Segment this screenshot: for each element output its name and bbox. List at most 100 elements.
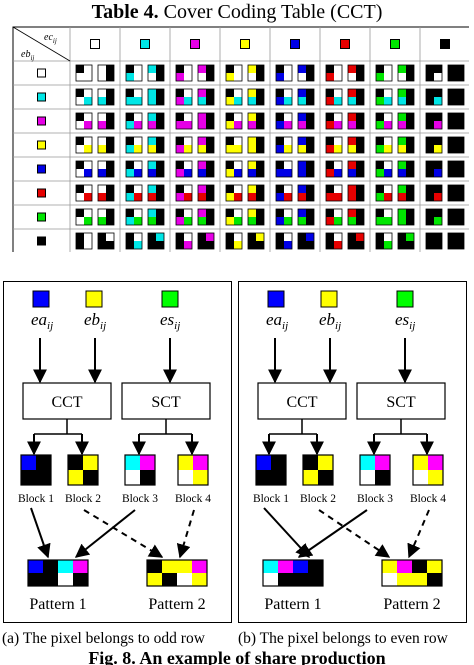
block-cell — [98, 185, 106, 193]
block-cell — [398, 65, 406, 73]
block-cell — [376, 113, 384, 121]
sct-box-label: SCT — [386, 394, 416, 411]
table-label: Table 4. — [91, 1, 159, 23]
block-cell — [426, 65, 434, 73]
block-cell — [148, 145, 156, 153]
block-cell — [84, 137, 92, 145]
block-cell — [248, 185, 256, 193]
block-cell — [448, 73, 456, 81]
block-cell — [284, 89, 292, 97]
block-cell — [226, 217, 234, 225]
block-cell — [206, 65, 214, 73]
block-cell — [434, 241, 442, 249]
block-cell — [134, 65, 142, 73]
block-outline — [197, 88, 215, 106]
block-cell — [98, 209, 106, 217]
block-cell — [176, 161, 184, 169]
table-cell — [125, 232, 165, 250]
block-cell — [248, 113, 256, 121]
block-cell — [226, 169, 234, 177]
block-cell — [106, 169, 114, 177]
block-cell — [306, 185, 314, 193]
block-cell — [198, 73, 206, 81]
row-header-swatch — [37, 164, 46, 174]
block-cell — [376, 89, 384, 97]
block-cell — [256, 169, 264, 177]
block-outline — [425, 184, 443, 202]
block-cell — [256, 241, 264, 249]
block-cell — [134, 73, 142, 81]
block-cell — [226, 161, 234, 169]
block-outline — [447, 64, 465, 82]
block-cell — [76, 89, 84, 97]
block-outline — [375, 112, 393, 130]
block-cell — [206, 185, 214, 193]
block-cell — [426, 209, 434, 217]
block-cell — [76, 193, 84, 201]
block-outline — [175, 232, 193, 250]
block-cell — [98, 65, 106, 73]
block-cell — [426, 145, 434, 153]
block-cell — [184, 65, 192, 73]
table-title-text: Cover Coding Table (CCT) — [163, 1, 383, 23]
block-outline — [247, 184, 265, 202]
block-cell — [134, 233, 142, 241]
block-label: Block 3 — [122, 493, 158, 505]
block-cell — [198, 169, 206, 177]
block-outline — [197, 184, 215, 202]
block-cell — [193, 455, 208, 470]
block-outline — [425, 112, 443, 130]
block-cell — [176, 97, 184, 105]
block-cell — [448, 193, 456, 201]
block-outline — [275, 112, 293, 130]
block-cell — [156, 65, 164, 73]
block-outline — [347, 232, 365, 250]
block-cell — [68, 455, 83, 470]
block-cell — [148, 97, 156, 105]
block-cell — [126, 121, 134, 129]
block-cell — [456, 209, 464, 217]
block-cell — [306, 137, 314, 145]
block-cell — [398, 145, 406, 153]
block-cell — [84, 65, 92, 73]
block-cell — [98, 233, 106, 241]
block-cell — [198, 241, 206, 249]
block-cell — [156, 233, 164, 241]
block-cell — [176, 137, 184, 145]
block-outline — [125, 160, 143, 178]
block-outline — [275, 232, 293, 250]
block-cell — [426, 89, 434, 97]
block-cell — [84, 97, 92, 105]
block-cell — [426, 161, 434, 169]
block-outline — [325, 184, 343, 202]
block-cell — [318, 455, 333, 470]
block-outline — [297, 160, 315, 178]
pattern-cell — [43, 573, 58, 586]
block-cell — [284, 209, 292, 217]
block-cell — [406, 241, 414, 249]
table-cell — [175, 136, 215, 154]
input-swatch-es — [396, 290, 414, 308]
input-label-es: esij — [395, 310, 415, 332]
block-cell — [348, 89, 356, 97]
block-cell — [375, 470, 390, 485]
table-cell — [75, 160, 115, 178]
input-swatch-ea — [32, 290, 50, 308]
block-cell — [198, 217, 206, 225]
pattern-cell — [382, 560, 397, 573]
pattern-2-label: Pattern 2 — [148, 596, 205, 613]
block-outline — [247, 208, 265, 226]
block-cell — [98, 137, 106, 145]
block-3 — [359, 454, 391, 486]
block-cell — [348, 137, 356, 145]
block-cell — [184, 145, 192, 153]
block-outline — [447, 184, 465, 202]
block-cell — [84, 185, 92, 193]
block-cell — [334, 65, 342, 73]
block-cell — [156, 161, 164, 169]
block-cell — [21, 455, 36, 470]
block-cell — [334, 241, 342, 249]
block-cell — [406, 145, 414, 153]
block-cell — [326, 89, 334, 97]
